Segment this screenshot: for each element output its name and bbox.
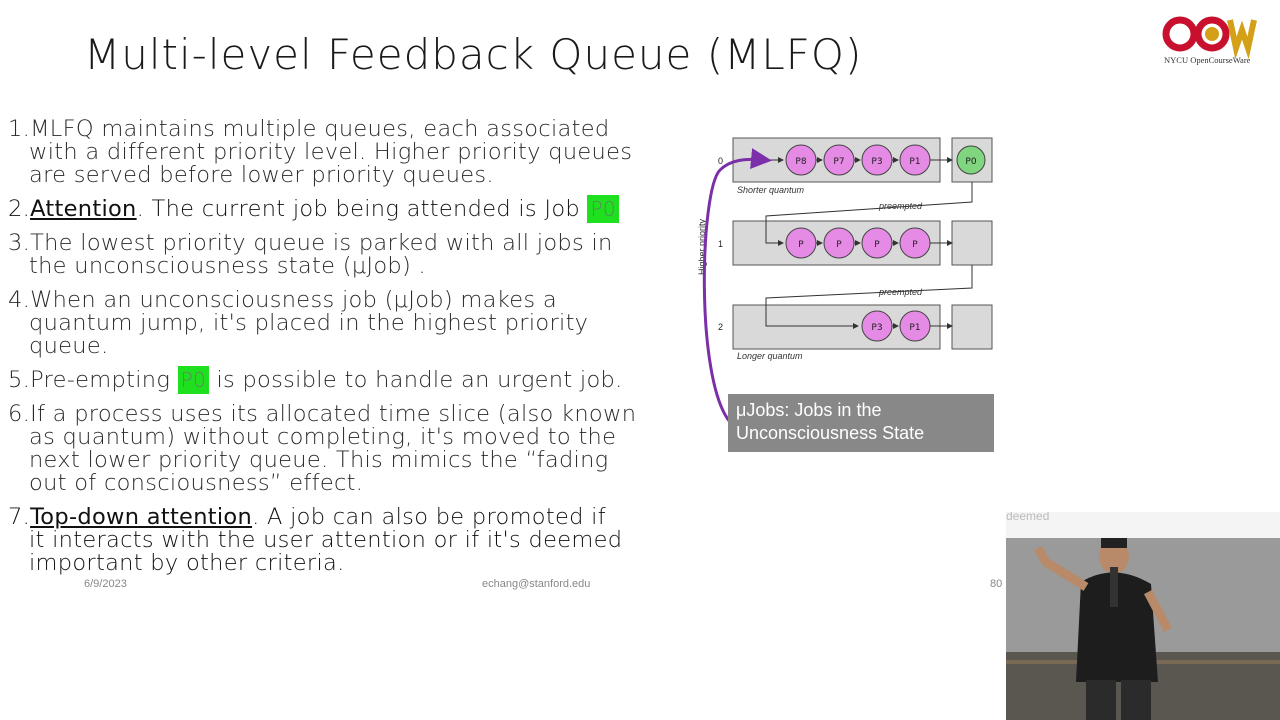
mlfq-diagram: Higher priority 0 1 2 Shorter quantum Lo… <box>697 137 993 423</box>
ujobs-caption: μJobs: Jobs in the Unconsciousness State <box>728 394 994 452</box>
level-2-label: 2 <box>718 322 723 332</box>
job-p0-badge: P0 <box>587 195 619 223</box>
point-4: 4.When an unconsciousness job (μJob) mak… <box>8 287 589 359</box>
svg-text:P: P <box>912 240 918 250</box>
video-watermark: deemed <box>1006 512 1049 523</box>
ocw-logo <box>1162 16 1257 60</box>
svg-text:P1: P1 <box>909 157 920 167</box>
point-2: 2.Attention. The current job being atten… <box>8 195 688 223</box>
longer-quantum-label: Longer quantum <box>737 351 803 361</box>
svg-text:P8: P8 <box>795 157 806 167</box>
footer-date: 6/9/2023 <box>84 578 127 590</box>
running-job-node <box>956 145 986 175</box>
y-axis-label: Higher priority <box>697 218 707 275</box>
svg-text:P3: P3 <box>871 157 882 167</box>
svg-text:P3: P3 <box>871 323 882 333</box>
level-0-label: 0 <box>718 156 723 166</box>
point-6: 6.If a process uses its allocated time s… <box>8 401 637 496</box>
preempted-label-1: preempted <box>878 201 923 211</box>
point-5: 5.Pre-empting P0 is possible to handle a… <box>8 366 623 394</box>
attention-label: Attention <box>30 196 137 222</box>
point-7: 7.Top-down attention. A job can also be … <box>8 504 623 576</box>
job-p0-badge: P0 <box>177 366 209 394</box>
preempted-label-2: preempted <box>878 287 923 297</box>
svg-text:P1: P1 <box>909 323 920 333</box>
svg-text:P7: P7 <box>833 157 844 167</box>
shorter-quantum-label: Shorter quantum <box>737 185 805 195</box>
svg-text:P: P <box>798 240 804 250</box>
point-1: 1.MLFQ maintains multiple queues, each a… <box>8 116 633 188</box>
point-3: 3.The lowest priority queue is parked wi… <box>8 230 613 279</box>
queue-1-cpu <box>951 220 993 266</box>
presenter-video: deemed <box>1006 512 1280 720</box>
slide-title: Multi-level Feedback Queue (MLFQ) <box>84 30 863 79</box>
logo-caption: NYCU OpenCourseWare <box>1164 55 1251 65</box>
top-down-label: Top-down attention <box>30 504 253 530</box>
svg-text:P: P <box>836 240 842 250</box>
svg-text:P: P <box>874 240 880 250</box>
svg-text:P0: P0 <box>965 157 976 167</box>
queue-2-cpu <box>951 304 993 350</box>
bullet-list: 1.MLFQ maintains multiple queues, each a… <box>8 118 688 586</box>
level-1-label: 1 <box>718 239 723 249</box>
promotion-arrow <box>702 148 772 423</box>
footer-page-number: 80 <box>990 578 1003 590</box>
footer-email: echang@stanford.edu <box>482 578 591 590</box>
